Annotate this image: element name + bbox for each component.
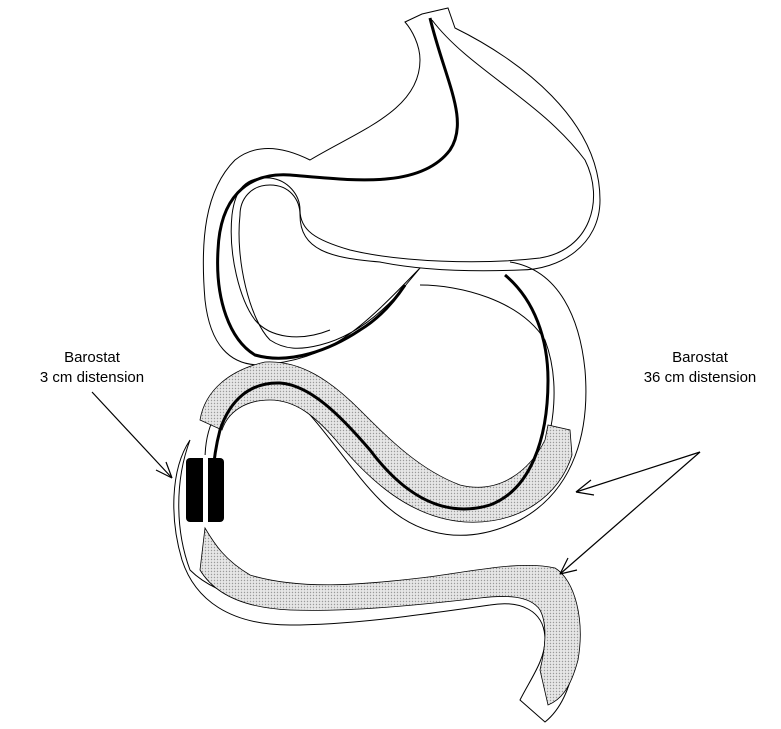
arrow-36cm-lower-shaft — [560, 452, 700, 574]
stomach-lumen — [231, 20, 593, 337]
label-barostat-3cm-line2: 3 cm distension — [22, 368, 162, 388]
label-barostat-3cm-line1: Barostat — [22, 348, 162, 368]
label-barostat-3cm: Barostat 3 cm distension — [22, 348, 162, 388]
arrow-3cm-shaft — [92, 392, 172, 478]
arrow-36cm-upper-shaft — [576, 452, 700, 492]
label-barostat-36cm-line2: 36 cm distension — [625, 368, 775, 388]
stomach-outline — [203, 8, 600, 365]
barostat-3cm-catheter-gap — [203, 455, 208, 525]
balloon-36cm-lower — [200, 528, 580, 705]
barostat-catheter — [218, 18, 458, 358]
label-barostat-36cm: Barostat 36 cm distension — [625, 348, 775, 388]
label-barostat-36cm-line1: Barostat — [625, 348, 775, 368]
